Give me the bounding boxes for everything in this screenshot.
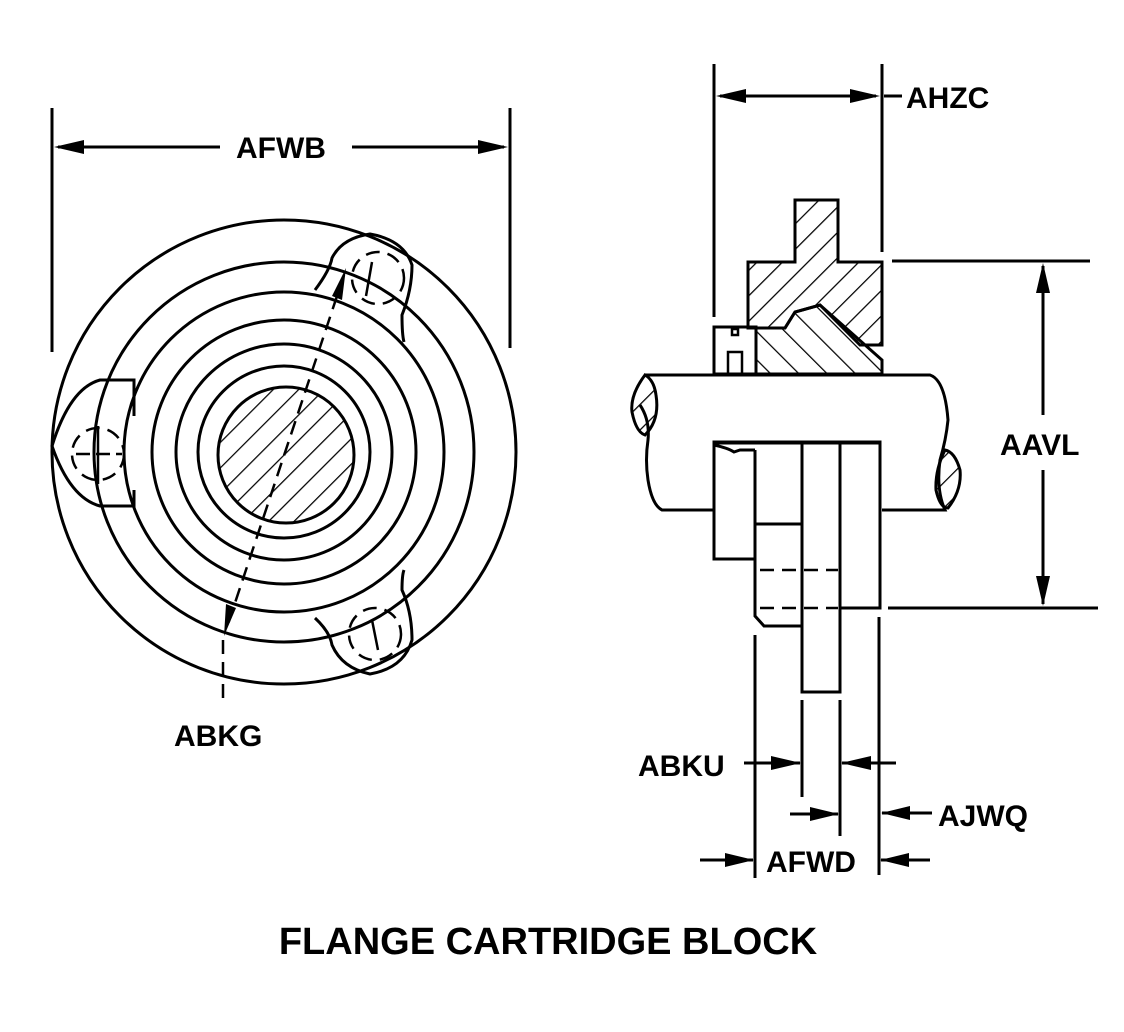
arrowhead-icon	[1036, 263, 1050, 293]
front-view: AFWB ABKG	[50, 108, 518, 753]
collar-break	[713, 443, 755, 454]
dimension-label-afwd: AFWD	[766, 846, 856, 879]
arrowhead-icon	[841, 756, 871, 770]
diagram-title: FLANGE CARTRIDGE BLOCK	[279, 921, 818, 963]
arrowhead-icon	[716, 89, 746, 103]
dimension-label-abkg: ABKG	[174, 720, 262, 753]
arrowhead-icon	[880, 853, 909, 867]
housing-lower-right	[840, 440, 882, 610]
dimension-label-ahzc: AHZC	[906, 82, 989, 115]
flange-ear-left	[50, 378, 136, 508]
bolt-hole-top	[350, 250, 406, 306]
arrowhead-icon	[725, 853, 754, 867]
dimension-label-afwb: AFWB	[236, 132, 326, 165]
arrowhead-icon	[881, 806, 910, 820]
flange-ring-2	[92, 260, 476, 644]
set-screw-slot	[730, 327, 740, 337]
dimension-label-aavl: AAVL	[1000, 429, 1079, 462]
bolt-hole-bottom	[347, 606, 403, 662]
flange-outer-circle	[50, 218, 518, 686]
arrowhead-icon	[771, 756, 801, 770]
arrowhead-icon	[478, 140, 508, 154]
flange-ear-top	[313, 232, 414, 343]
dimension-label-abku: ABKU	[638, 750, 725, 783]
arrowhead-icon	[1036, 576, 1050, 606]
shaft-section	[216, 385, 356, 525]
housing-ring-4	[150, 318, 418, 586]
bolt-hole-centerline	[370, 619, 380, 651]
dimension-label-ajwq: AJWQ	[938, 800, 1028, 833]
flange-plate-lower	[800, 440, 842, 694]
abkg-dimension-line	[224, 274, 346, 631]
bolt-hole-centerline	[364, 261, 374, 297]
arrowhead-icon	[850, 89, 880, 103]
collar-lower	[712, 442, 755, 561]
arrowhead-icon	[224, 604, 236, 636]
flange-ear-bottom	[313, 569, 414, 676]
housing-ring-5	[174, 342, 394, 562]
section-view: AHZC AAVL	[630, 64, 1098, 879]
arrowhead-icon	[54, 140, 84, 154]
shaft-break-right	[934, 448, 962, 510]
set-screw	[726, 350, 744, 376]
shaft-break-left	[630, 373, 659, 437]
bearing-ring-6	[196, 364, 372, 540]
arrowhead-icon	[332, 268, 346, 300]
insert-lower	[753, 450, 802, 628]
arrowhead-icon	[810, 807, 839, 821]
